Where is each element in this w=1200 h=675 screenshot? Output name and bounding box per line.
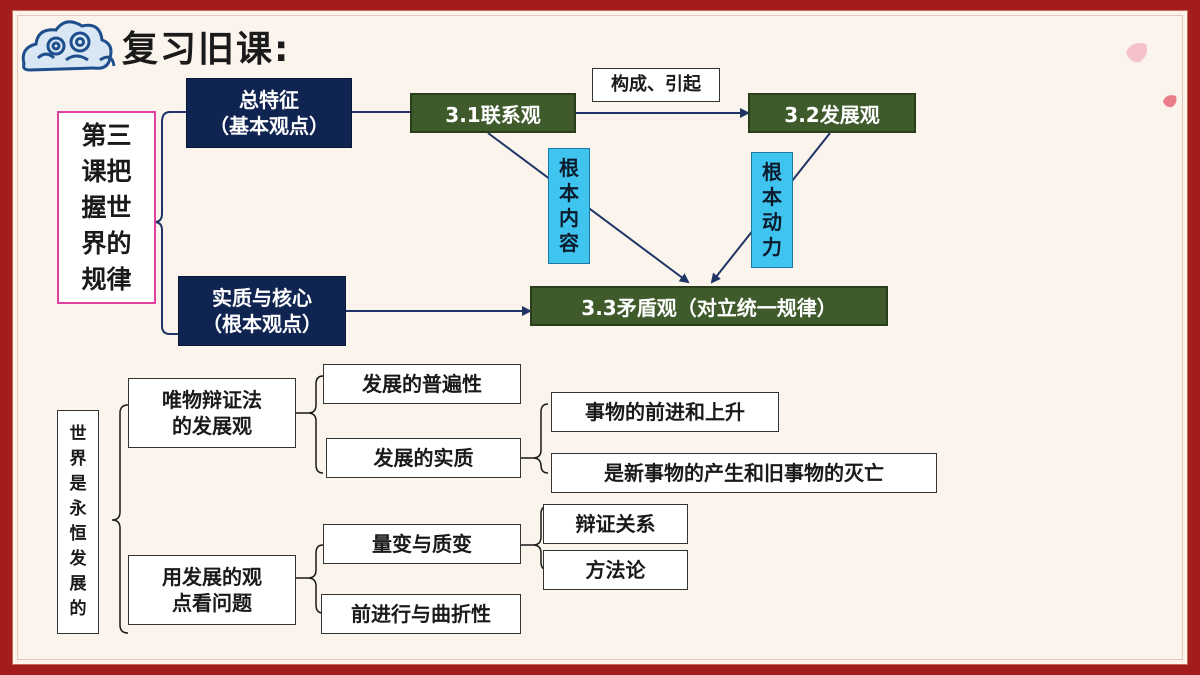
- development-view-box: 3.2发展观: [748, 93, 916, 133]
- fundamental-power-box: 根 本 动 力: [751, 152, 793, 268]
- progress-box: 事物的前进和上升: [551, 392, 779, 432]
- world-char: 是: [69, 474, 87, 494]
- essence-core-sub: （根本观点）: [202, 312, 322, 336]
- fundamental-content-char: 本: [559, 181, 579, 205]
- world-char: 恒: [69, 524, 87, 544]
- lesson-root-box: 第三 课把 握世 界的 规律: [57, 111, 156, 304]
- general-feature-label: 总特征: [239, 88, 299, 112]
- method-line: 用发展的观: [162, 565, 262, 589]
- method-line: 点看问题: [172, 591, 252, 615]
- lesson-root-line: 规律: [81, 264, 132, 294]
- dialectic-development-box: 唯物辩证法 的发展观: [128, 378, 296, 448]
- fundamental-content-char: 内: [559, 206, 579, 230]
- essence-box: 发展的实质: [326, 438, 521, 478]
- dialectic-line: 唯物辩证法: [162, 388, 262, 412]
- world-char: 展: [69, 574, 87, 594]
- world-char: 界: [69, 449, 87, 469]
- essence-core-label: 实质与核心: [212, 286, 312, 310]
- fundamental-power-char: 力: [762, 235, 782, 259]
- fundamental-content-box: 根 本 内 容: [548, 148, 590, 264]
- world-char: 世: [69, 424, 87, 444]
- forward-twist-box: 前进行与曲折性: [321, 594, 521, 634]
- universality-box: 发展的普遍性: [323, 364, 521, 404]
- lesson-root-line: 课把: [81, 156, 132, 186]
- auspicious-cloud-icon: [21, 20, 116, 72]
- methodology-box: 方法论: [543, 550, 688, 590]
- petal-icon: [1126, 43, 1148, 63]
- lesson-root-line: 界的: [81, 228, 132, 258]
- lesson-root-line: 握世: [81, 192, 132, 222]
- petal-icon-small: [1163, 95, 1177, 108]
- general-feature-box: 总特征 （基本观点）: [186, 78, 352, 148]
- world-char: 发: [69, 549, 87, 569]
- page-title: 复习旧课:: [122, 29, 291, 70]
- new-old-box: 是新事物的产生和旧事物的灭亡: [551, 453, 937, 493]
- world-char: 永: [69, 499, 87, 519]
- developmental-view-method-box: 用发展的观 点看问题: [128, 555, 296, 625]
- fundamental-content-char: 根: [559, 156, 579, 180]
- fundamental-power-char: 动: [762, 210, 782, 234]
- world-eternal-development-box: 世 界 是 永 恒 发 展 的: [57, 410, 99, 634]
- inner-border: [17, 15, 1183, 660]
- quantity-quality-box: 量变与质变: [323, 524, 521, 564]
- lesson-root-line: 第三: [81, 120, 132, 150]
- fundamental-power-char: 根: [762, 160, 782, 184]
- relation-label-box: 构成、引起: [592, 68, 720, 102]
- dialectical-relation-box: 辩证关系: [543, 504, 688, 544]
- connection-view-box: 3.1联系观: [410, 93, 576, 133]
- fundamental-content-char: 容: [559, 231, 579, 255]
- world-char: 的: [69, 599, 87, 619]
- fundamental-power-char: 本: [762, 185, 782, 209]
- essence-core-box: 实质与核心 （根本观点）: [178, 276, 346, 346]
- dialectic-line: 的发展观: [172, 414, 252, 438]
- contradiction-view-box: 3.3矛盾观（对立统一规律）: [530, 286, 888, 326]
- general-feature-sub: （基本观点）: [209, 114, 329, 138]
